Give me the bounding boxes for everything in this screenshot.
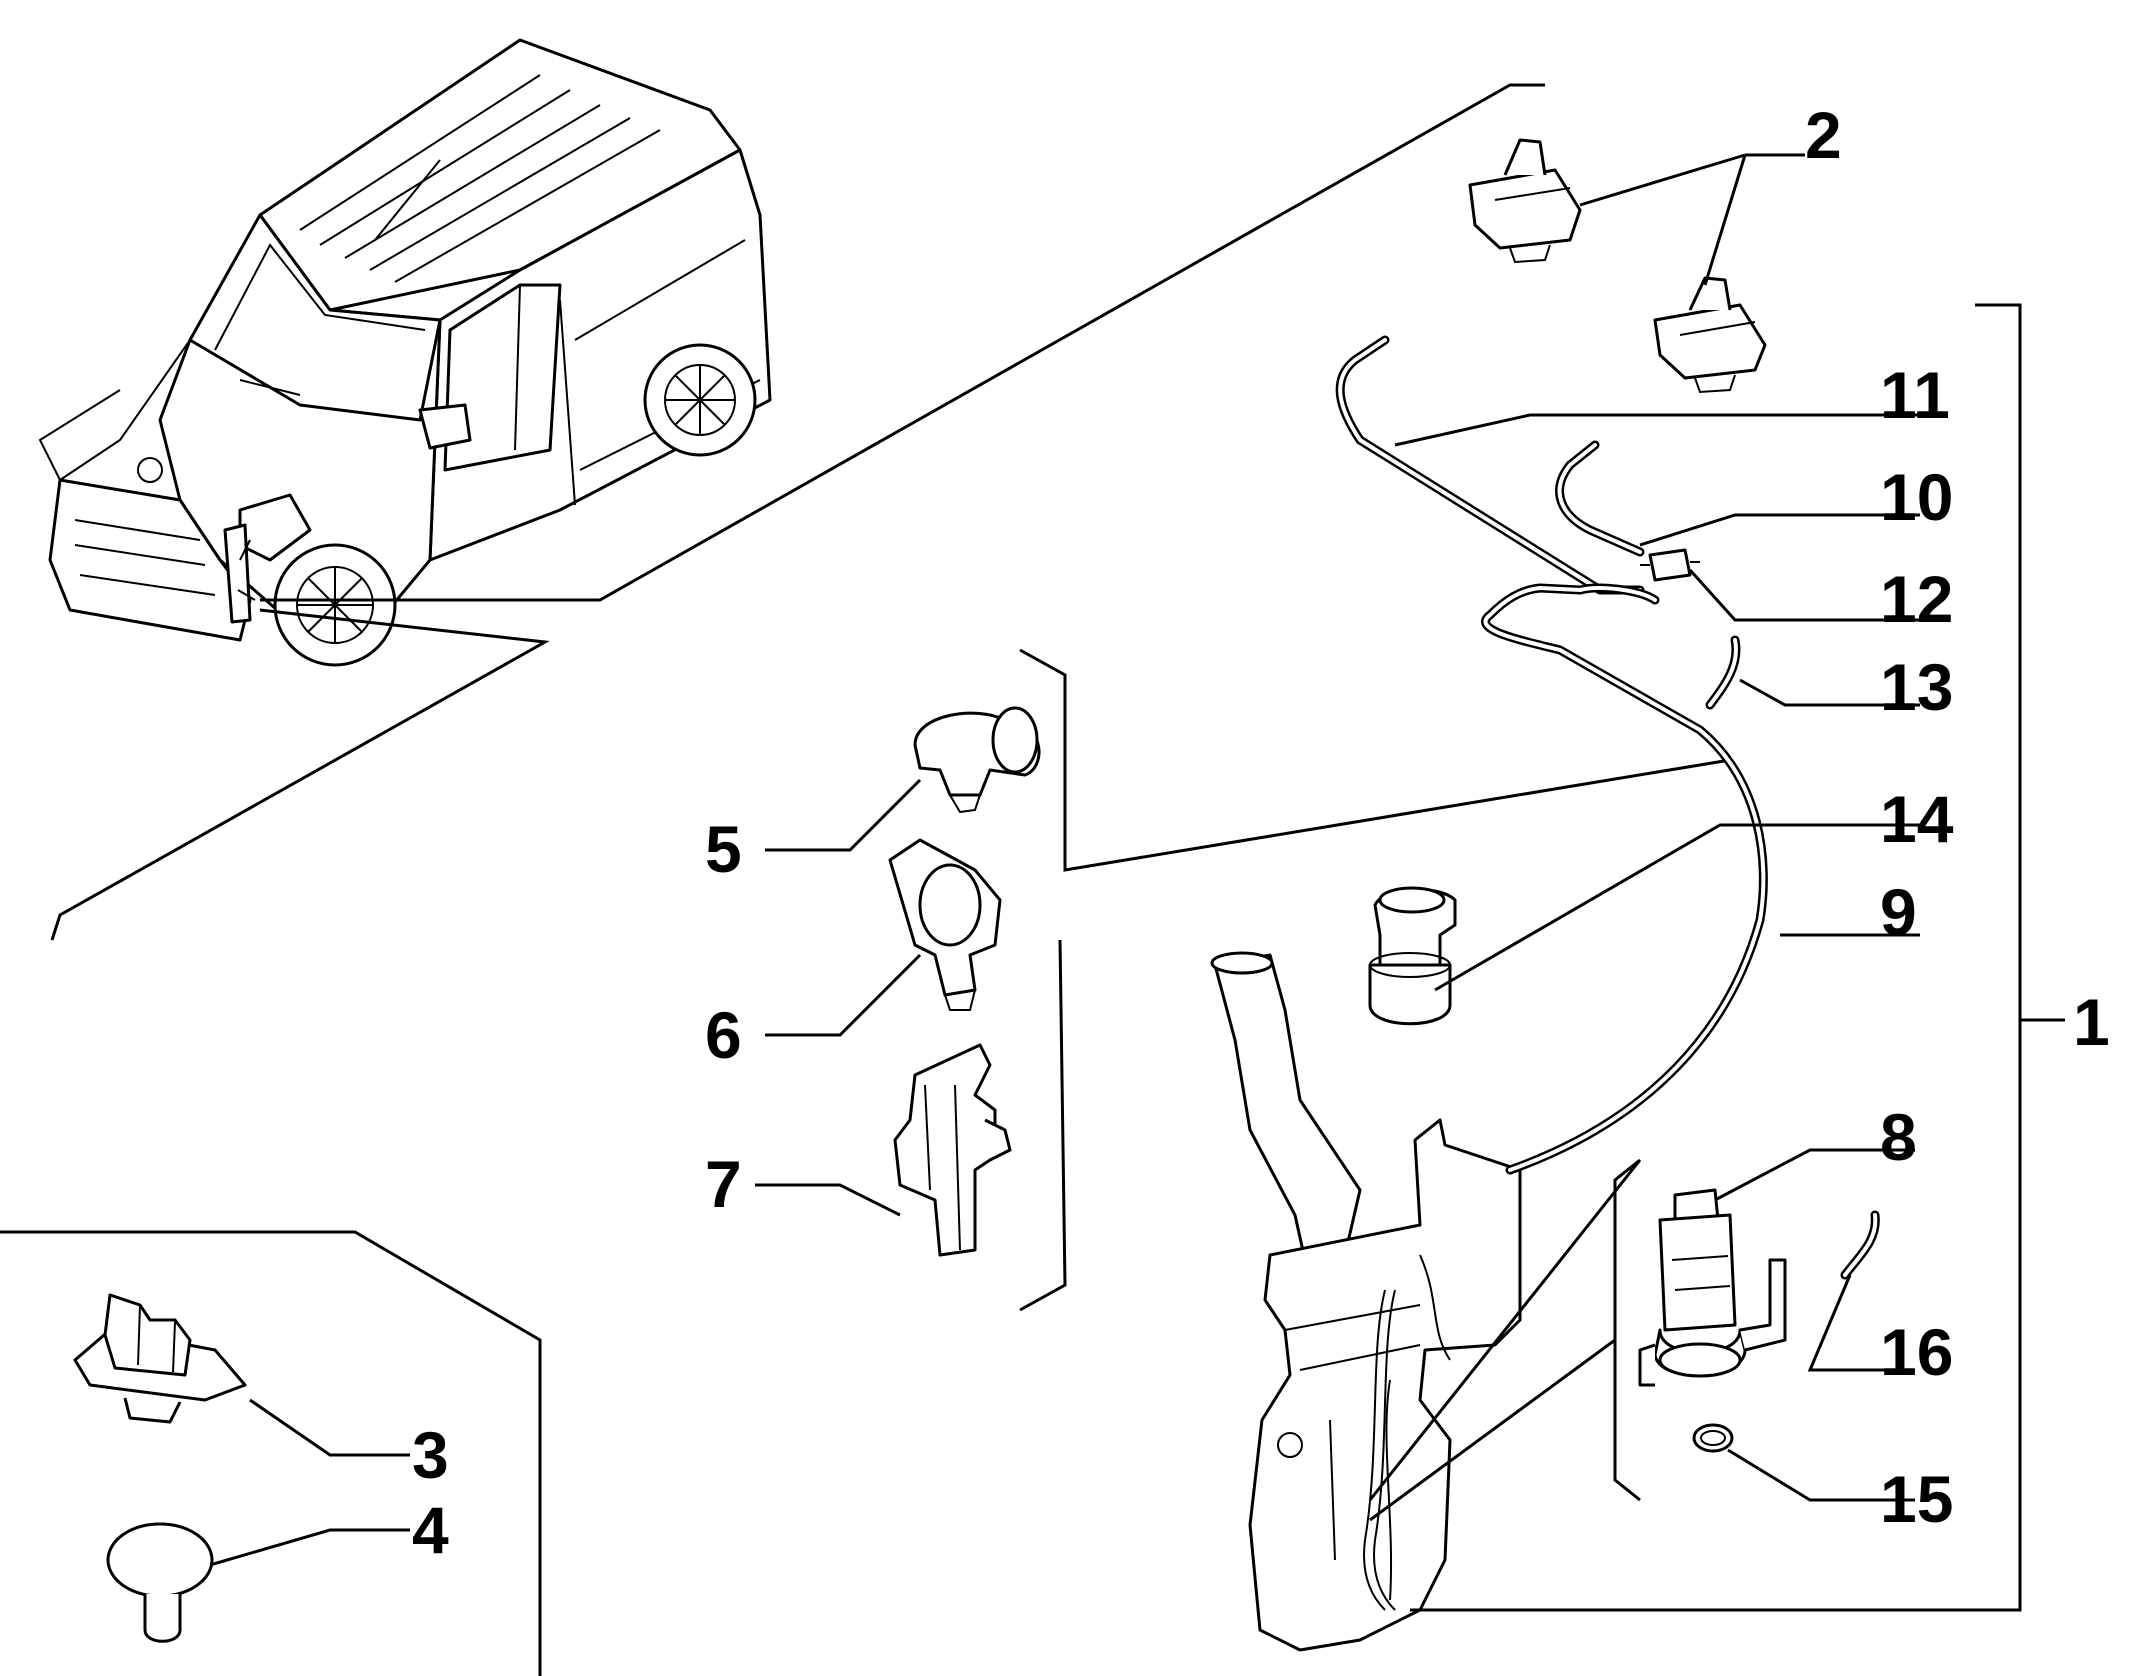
zoom-frame bbox=[50, 83, 1545, 941]
grommet-part-4 bbox=[106, 1522, 214, 1643]
filler-cap-part-14 bbox=[1368, 886, 1457, 1026]
washer-nozzle-part-2 bbox=[1468, 138, 1767, 394]
hose-part-9 bbox=[1481, 583, 1768, 1175]
seal-part-15-inner bbox=[1700, 1430, 1726, 1446]
callout-11: 11 bbox=[1880, 358, 1950, 432]
hose-part-10 bbox=[1555, 440, 1645, 557]
clip-part-6 bbox=[888, 838, 1002, 1011]
hose-part-13 bbox=[1705, 635, 1741, 710]
group-bracket-1 bbox=[1410, 303, 2065, 1612]
connector-part-12 bbox=[1640, 548, 1700, 582]
callout-9: 9 bbox=[1880, 875, 1917, 949]
callout-7: 7 bbox=[705, 1147, 742, 1221]
callout-12: 12 bbox=[1880, 562, 1953, 636]
washer-reservoir-part-1 bbox=[1210, 951, 1522, 1652]
group-bracket-8-15 bbox=[1368, 1158, 1642, 1522]
callout-2: 2 bbox=[1805, 98, 1842, 172]
callout-16: 16 bbox=[1880, 1315, 1953, 1389]
hose-part-16 bbox=[1840, 1210, 1880, 1280]
van-illustration bbox=[38, 38, 772, 667]
callout-1: 1 bbox=[2073, 985, 2110, 1059]
group-bracket-5-7 bbox=[1019, 648, 1731, 1312]
clip-part-7 bbox=[893, 1043, 1012, 1257]
callout-6: 6 bbox=[705, 998, 742, 1072]
callout-10: 10 bbox=[1880, 460, 1953, 534]
leader-lines bbox=[0, 153, 1920, 1676]
seal-part-15 bbox=[1692, 1423, 1734, 1453]
washer-pump-part-8 bbox=[1638, 1188, 1787, 1387]
clip-part-3 bbox=[73, 1293, 247, 1424]
callout-8: 8 bbox=[1880, 1100, 1917, 1174]
callout-4: 4 bbox=[412, 1493, 449, 1567]
callout-15: 15 bbox=[1880, 1462, 1953, 1536]
callout-3: 3 bbox=[412, 1418, 449, 1492]
callout-13: 13 bbox=[1880, 650, 1953, 724]
clip-part-5 bbox=[913, 706, 1041, 814]
callout-labels: 1 2 3 4 5 6 7 8 9 10 11 12 13 14 15 16 bbox=[412, 98, 2110, 1567]
callout-14: 14 bbox=[1880, 782, 1954, 856]
hose-part-11 bbox=[1335, 335, 1645, 595]
callout-5: 5 bbox=[705, 812, 742, 886]
